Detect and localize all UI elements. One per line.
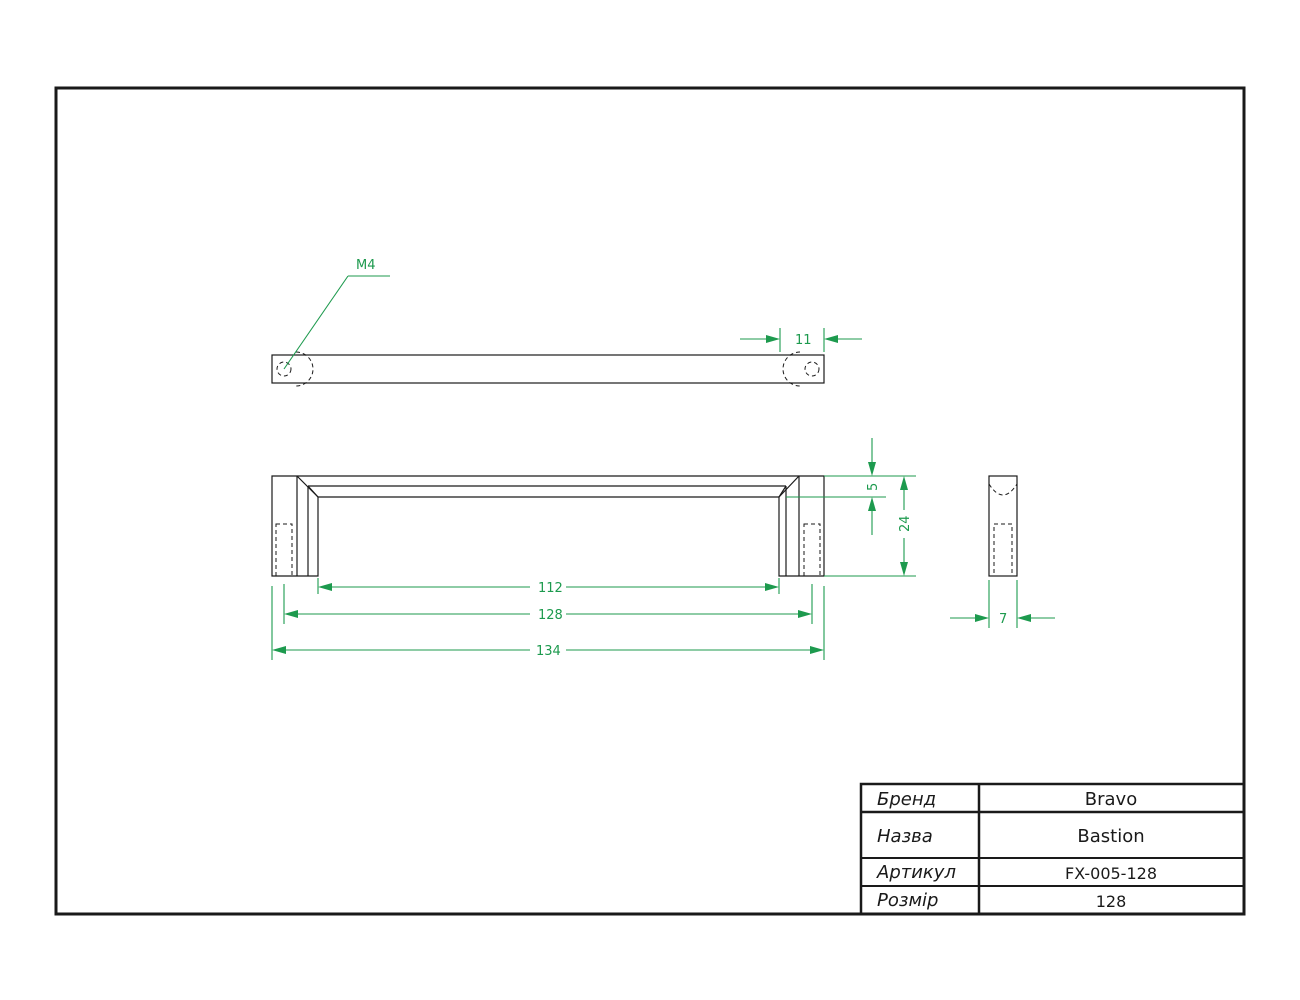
article-value: FX-005-128 [1065, 864, 1157, 883]
depth-label: 7 [999, 612, 1007, 627]
depth-dimension: 7 [950, 580, 1055, 628]
center-distance-label: 128 [538, 608, 563, 623]
height-dimension: 24 [824, 475, 916, 577]
height-label: 24 [898, 515, 913, 532]
thread-label: M4 [356, 258, 376, 273]
center-distance-dimension: 128 [283, 584, 813, 624]
top-view [271, 351, 825, 387]
name-label: Назва [877, 826, 933, 847]
inner-length-dimension: 112 [317, 578, 780, 596]
top-thickness-label: 5 [866, 483, 881, 491]
size-label: Розмір [877, 890, 938, 911]
top-thickness-dimension: 5 [786, 438, 886, 535]
thread-callout: M4 [283, 258, 390, 370]
brand-label: Бренд [877, 789, 936, 810]
overall-length-dimension: 134 [271, 586, 825, 660]
front-view [271, 475, 825, 577]
article-label: Артикул [876, 862, 956, 883]
overall-length-label: 134 [536, 644, 561, 659]
size-value: 128 [1096, 892, 1127, 911]
name-value: Bastion [1077, 826, 1144, 847]
brand-value: Bravo [1085, 789, 1137, 810]
title-block: Бренд Bravo Назва Bastion Артикул FX-005… [859, 782, 1246, 916]
inner-length-label: 112 [538, 581, 563, 596]
hole-offset-dimension: 11 [740, 328, 862, 352]
side-view [988, 475, 1018, 577]
hole-offset-label: 11 [795, 333, 812, 348]
sheet-frame [54, 86, 1246, 916]
